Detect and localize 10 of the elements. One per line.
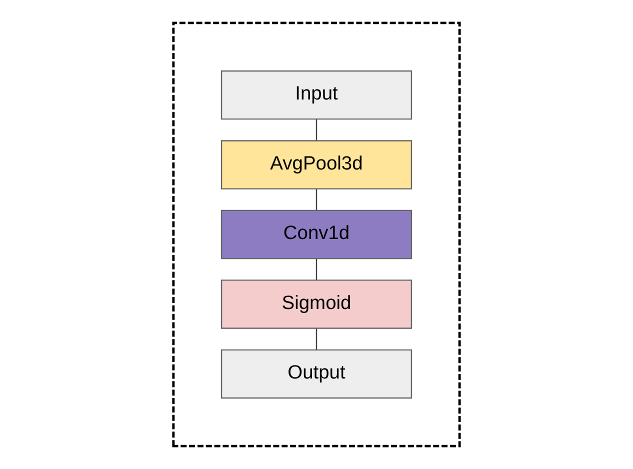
connector [316,328,318,350]
node-box: AvgPool3d [220,140,412,190]
connector [316,258,318,280]
cluster [172,22,461,448]
node-box: Input [220,70,412,120]
connector [316,119,318,141]
connector [316,189,318,210]
node-box: Output [220,349,412,399]
node-box: Sigmoid [220,280,412,329]
node-box: Conv1d [220,210,412,260]
